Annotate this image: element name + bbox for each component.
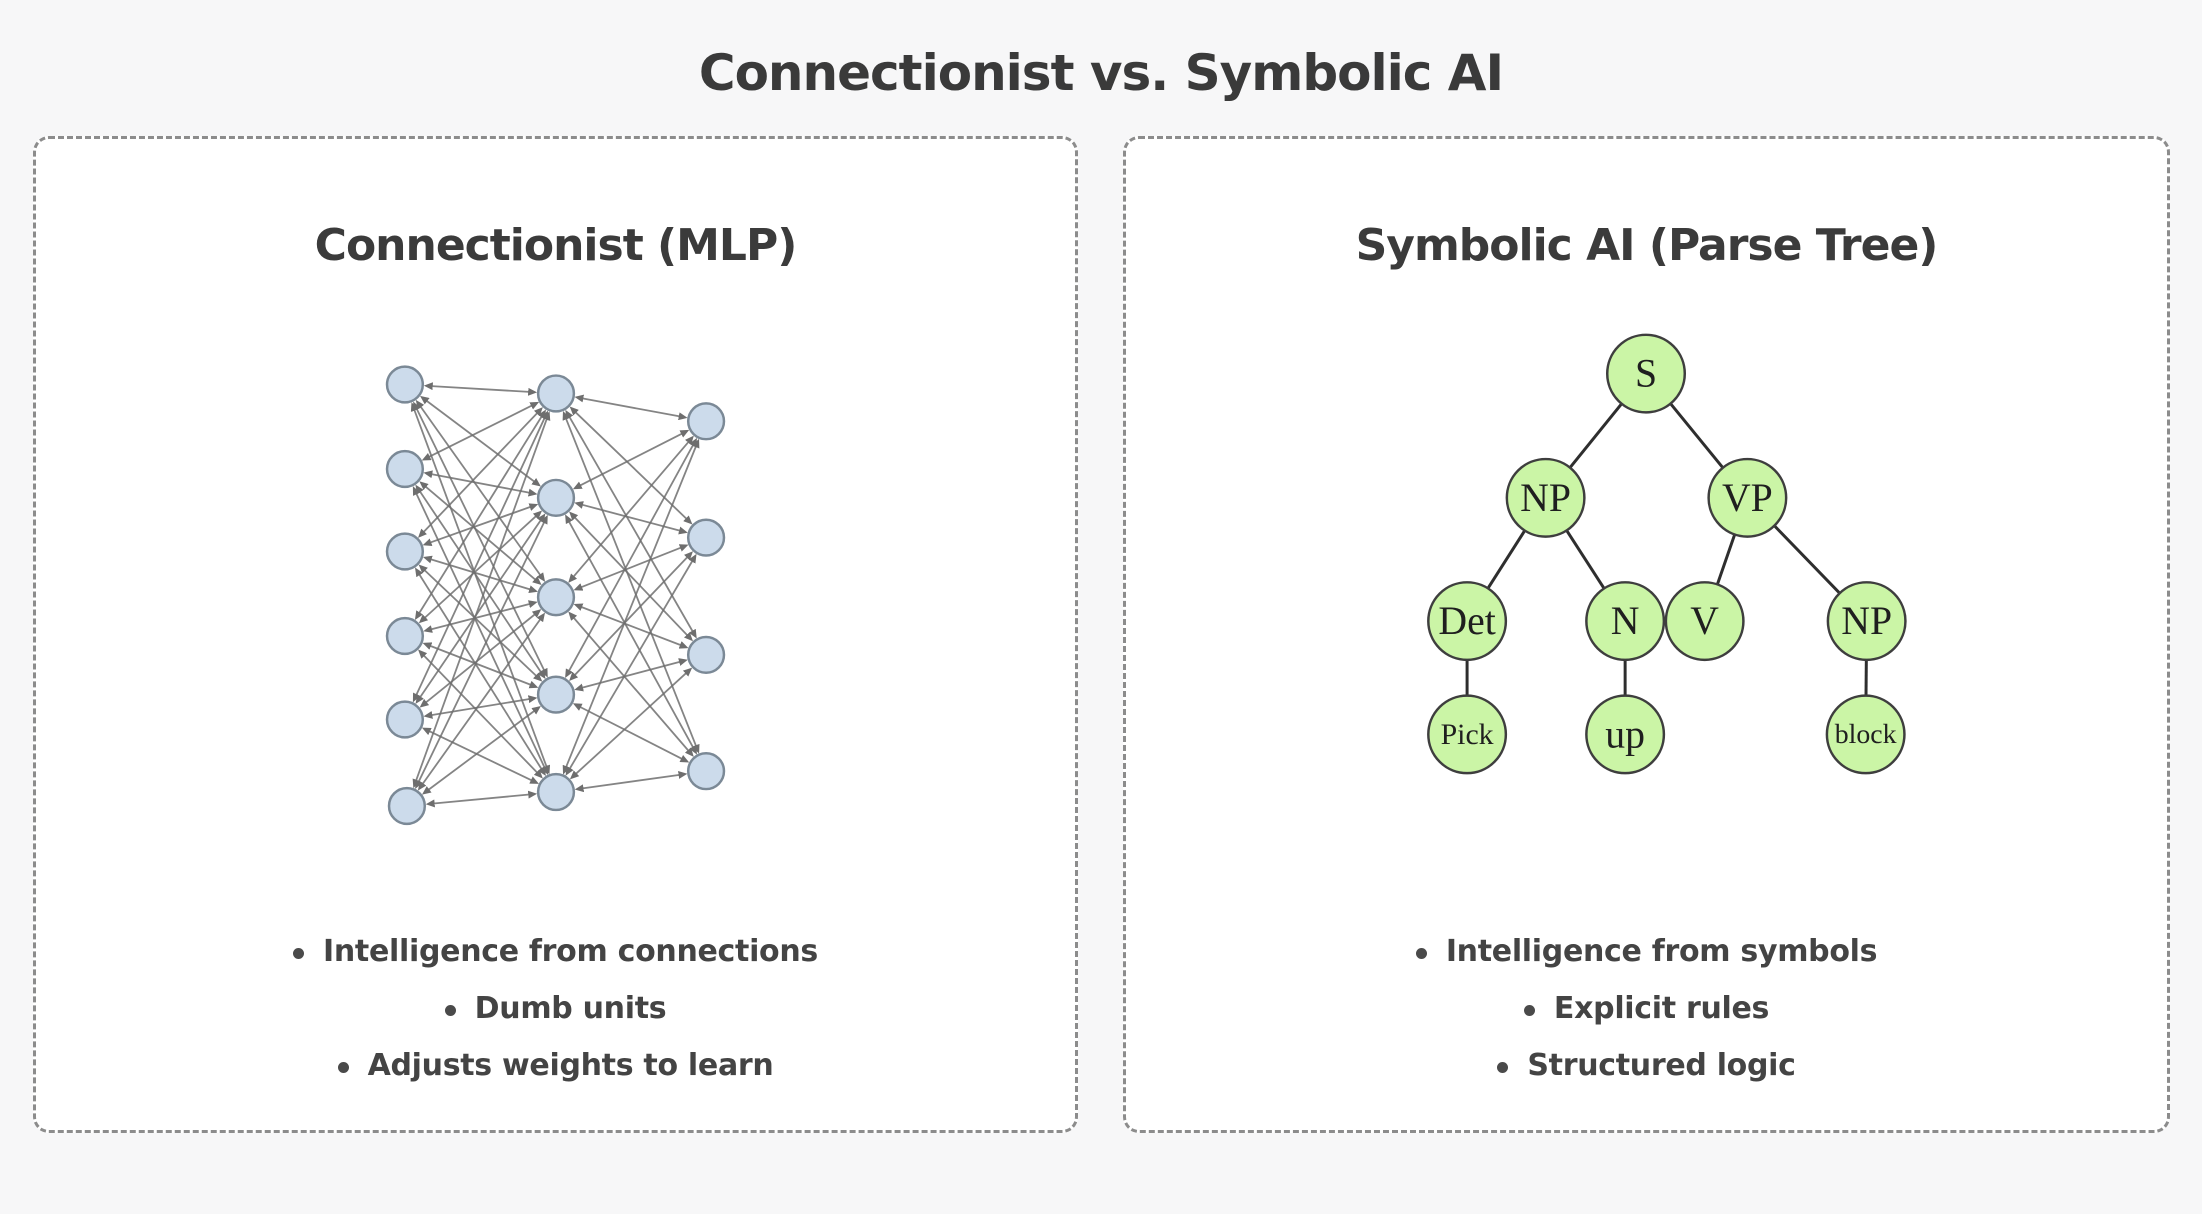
mlp-node-input (385, 449, 425, 489)
bullet-text: Dumb units (474, 991, 667, 1026)
tree-node-label-NP2: NP (1841, 599, 1892, 643)
tree-node-V (1664, 581, 1745, 662)
tree-node-Det (1427, 581, 1508, 662)
tree-node-label-N: N (1611, 599, 1640, 643)
mlp-edge (422, 503, 539, 546)
mlp-edge (423, 382, 538, 396)
tree-node-label-up: up (1605, 712, 1645, 756)
mlp-edge (572, 703, 690, 763)
tree-node-VP (1707, 457, 1788, 538)
mlp-edge (569, 667, 693, 780)
bullet-text: Intelligence from symbols (1445, 934, 1878, 969)
mlp-node-output (686, 635, 726, 675)
bullet-dot (337, 1061, 349, 1073)
mlp-edges (410, 382, 700, 808)
mlp-edge (565, 437, 697, 679)
bullet-item: Intelligence from connections (36, 923, 1075, 980)
tree-node-label-NP1: NP (1520, 476, 1571, 520)
mlp-node-hidden (536, 374, 576, 413)
bullet-text: Structured logic (1527, 1048, 1796, 1083)
mlp-edge (569, 551, 693, 682)
mlp-edge (565, 409, 697, 639)
tree-node-label-Det: Det (1438, 599, 1495, 643)
bullet-text: Intelligence from connections (323, 934, 818, 969)
mlp-edge (565, 553, 697, 776)
bullet-item: Adjusts weights to learn (36, 1037, 1075, 1094)
tree-node-label-block: block (1835, 719, 1897, 750)
mlp-node-input (385, 700, 425, 739)
tree-node-label-S: S (1635, 352, 1657, 396)
panel-title-connectionist: Connectionist (MLP) (314, 220, 798, 271)
bullet-list-connectionist: Intelligence from connections Dumb units… (36, 923, 1075, 1094)
tree-node-NP1 (1505, 457, 1586, 538)
mlp-edge (421, 705, 541, 795)
tree-node-label-VP: VP (1722, 476, 1773, 520)
mlp-node-hidden (536, 675, 576, 714)
mlp-node-input (385, 532, 425, 571)
bullet-item: Dumb units (36, 980, 1075, 1037)
mlp-edge (422, 642, 539, 689)
mlp-edge (423, 695, 538, 719)
mlp-node-input (385, 365, 425, 404)
bullet-dot (444, 1004, 456, 1016)
tree-node-label-V: V (1690, 599, 1719, 643)
bullet-text: Explicit rules (1553, 991, 1770, 1026)
bullet-dot (1497, 1061, 1509, 1073)
tree-node-block (1825, 694, 1906, 775)
mlp-edge (569, 406, 693, 525)
tree-node-NP2 (1826, 581, 1907, 662)
mlp-node-output (686, 402, 726, 441)
mlp-edge (569, 511, 693, 642)
bullet-dot (1523, 1004, 1535, 1016)
tree-node-up (1585, 694, 1666, 775)
mlp-node-input (385, 616, 425, 656)
bullet-item: Explicit rules (1126, 980, 2167, 1037)
tree-edges (1465, 372, 1869, 735)
bullet-item: Intelligence from symbols (1126, 923, 2167, 980)
parse-tree-diagram: S NP VP Det N V NP Pick up block (1427, 333, 1907, 775)
bullet-dot (293, 947, 305, 959)
page-title: Connectionist vs. Symbolic AI (698, 44, 1504, 102)
tree-node-N (1585, 581, 1666, 662)
mlp-node-input (387, 786, 427, 826)
mlp-edge (425, 790, 538, 808)
mlp-edge (421, 727, 540, 784)
mlp-node-output (686, 518, 726, 557)
tree-node-label-Pick: Pick (1441, 718, 1494, 751)
bullet-dot (1415, 947, 1427, 959)
mlp-edge (574, 771, 688, 793)
mlp-node-output (686, 752, 726, 791)
bullet-list-symbolic: Intelligence from symbols Explicit rules… (1126, 923, 2167, 1094)
mlp-node-hidden (536, 772, 576, 812)
tree-nodes: S NP VP Det N V NP Pick up block (1427, 333, 1907, 775)
panel-title-symbolic: Symbolic AI (Parse Tree) (1355, 220, 1939, 271)
mlp-nodes (385, 365, 726, 826)
tree-node-Pick (1427, 694, 1508, 775)
bullet-text: Adjusts weights to learn (367, 1048, 774, 1083)
mlp-edge (562, 411, 700, 754)
panel-connectionist: Connectionist (MLP) Intelligence from co… (33, 136, 1078, 1133)
mlp-node-hidden (536, 478, 576, 517)
tree-node-S (1605, 333, 1687, 414)
mlp-edge (572, 429, 690, 490)
panel-symbolic: S NP VP Det N V NP Pick up block Symbolic AI (Par… (1123, 136, 2170, 1133)
mlp-network-diagram (385, 365, 726, 826)
bullet-item: Structured logic (1126, 1037, 2167, 1094)
mlp-node-hidden (536, 578, 576, 617)
mlp-edge (414, 409, 546, 620)
mlp-edge (574, 394, 688, 421)
